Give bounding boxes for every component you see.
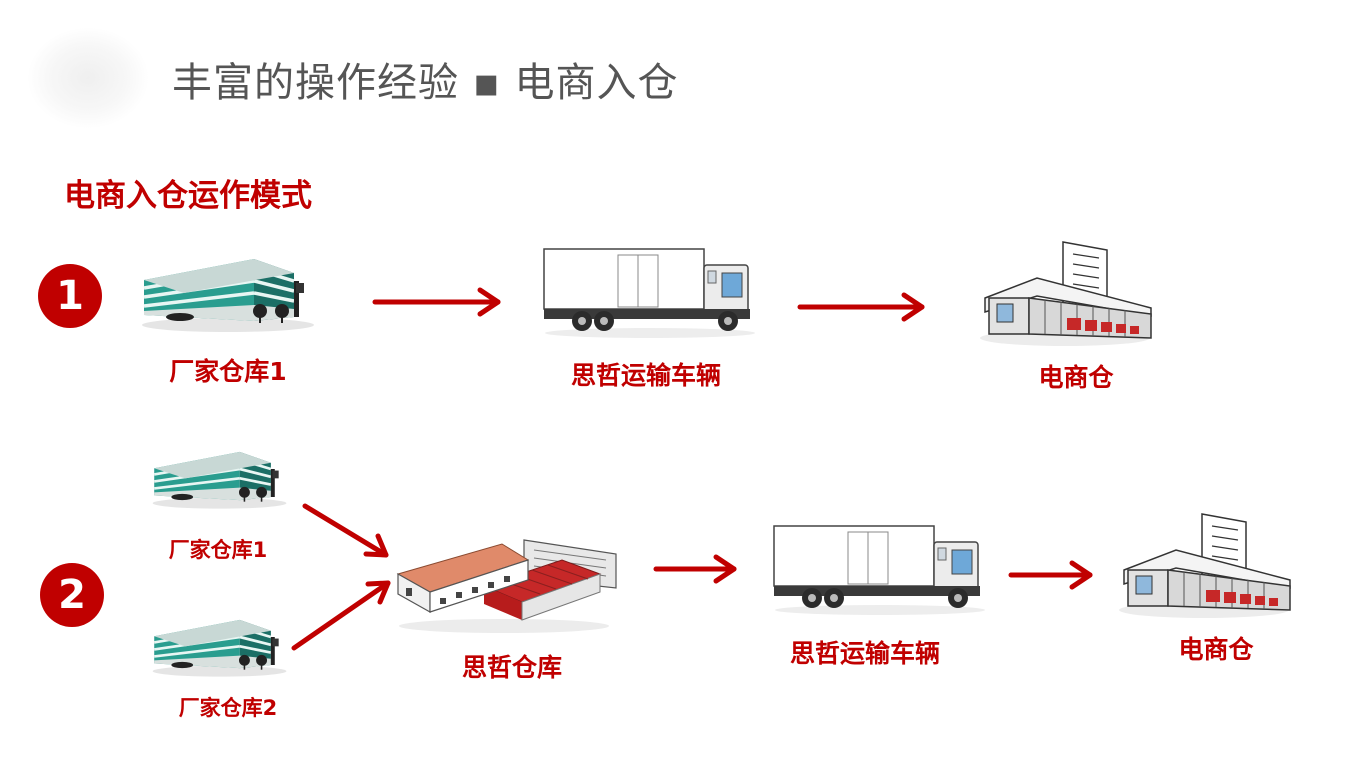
arrow-factory-1-to-hub [302,503,389,558]
section-title: 电商入仓运作模式 [64,178,312,214]
arrow-hub-to-truck [653,554,737,584]
logo-watermark [28,28,148,128]
mode-2-destination-label: 电商仓 [1178,635,1254,664]
mode-1-transport-label: 思哲运输车辆 [570,361,722,390]
arrow-truck-to-ecommerce-mode-1 [797,292,925,322]
mode-1-factory-label: 厂家仓库1 [169,357,287,386]
mode-2-badge: 2 [40,563,104,627]
mode-1-badge: 1 [38,264,102,328]
arrow-factory-to-truck-mode-1 [372,287,501,317]
mode-1-destination-label: 电商仓 [1038,363,1114,392]
arrow-factory-2-to-hub [291,580,391,651]
mode-2-factory-1-label: 厂家仓库1 [168,538,268,562]
page-title: 丰富的操作经验 ▪ 电商入仓 [172,60,679,106]
mode-2-factory-2-label: 厂家仓库2 [178,696,278,720]
arrow-truck-to-ecommerce-mode-2 [1008,560,1093,590]
mode-2-hub-label: 思哲仓库 [461,653,563,682]
mode-2-transport-label: 思哲运输车辆 [789,639,941,668]
